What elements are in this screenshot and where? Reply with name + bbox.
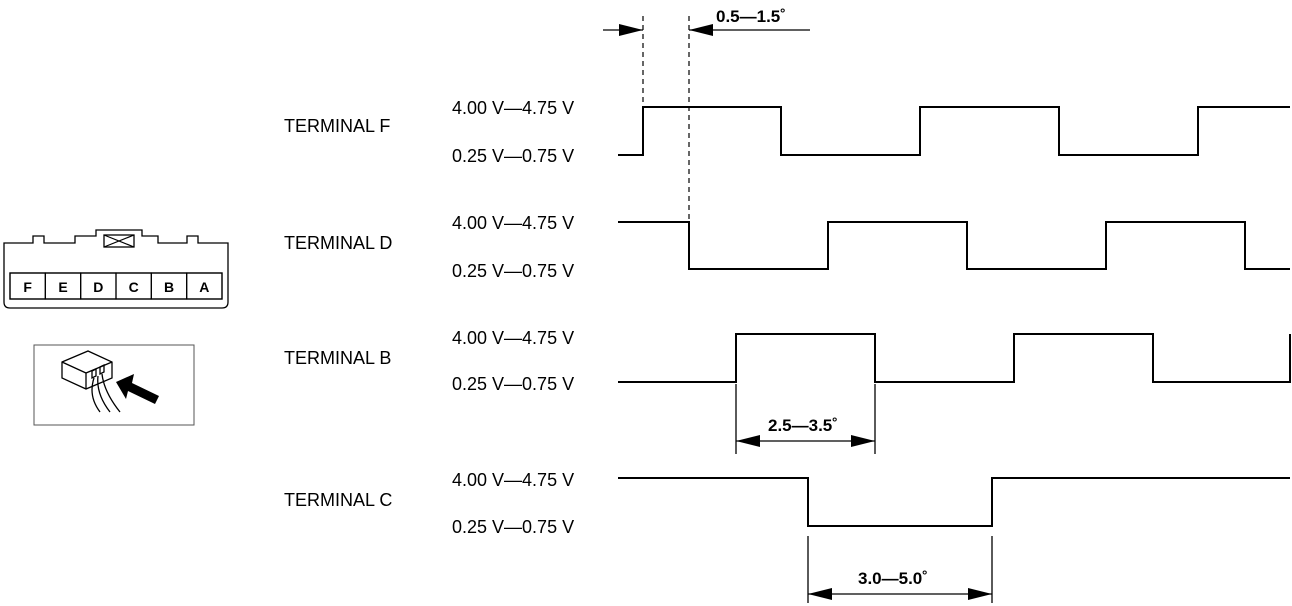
connector-pin-label: E: [58, 279, 67, 295]
voltage-high-b: 4.00 V—4.75 V: [452, 328, 574, 348]
terminal-label-b: TERMINAL B: [284, 348, 391, 368]
voltage-low-d: 0.25 V—0.75 V: [452, 261, 574, 281]
waveform-terminal-d: [618, 221, 1290, 270]
connector-pin-label: D: [93, 279, 103, 295]
connector-pin-cell: [186, 272, 223, 300]
terminal-label-c: TERMINAL C: [284, 490, 392, 510]
dimension-terminal-b: 2.5—3.5˚: [735, 384, 876, 454]
voltage-high-f: 4.00 V—4.75 V: [452, 98, 574, 118]
connector-pin-label: A: [199, 279, 209, 295]
voltage-low-c: 0.25 V—0.75 V: [452, 517, 574, 537]
waveform-terminal-c: [618, 477, 1290, 527]
terminal-label-d: TERMINAL D: [284, 233, 392, 253]
dimension-label-c: 3.0—5.0˚: [858, 569, 928, 588]
waveform-terminal-b: [618, 333, 1291, 383]
connector-pin-label: B: [164, 279, 174, 295]
dimension-label-b: 2.5—3.5˚: [768, 416, 838, 435]
connector-pin-label: C: [129, 279, 139, 295]
waveform-terminal-f: [618, 106, 1290, 156]
connector-pin-label: F: [23, 279, 32, 295]
probe-arrow-icon: [116, 374, 159, 404]
connector-outline: [3, 229, 229, 309]
voltage-high-c: 4.00 V—4.75 V: [452, 470, 574, 490]
harness-view-inset: [33, 344, 195, 426]
voltage-low-b: 0.25 V—0.75 V: [452, 374, 574, 394]
dimension-phase-f-d: 0.5—1.5˚: [603, 7, 810, 222]
voltage-low-f: 0.25 V—0.75 V: [452, 146, 574, 166]
dimension-terminal-c: 3.0—5.0˚: [807, 536, 993, 603]
voltage-high-d: 4.00 V—4.75 V: [452, 213, 574, 233]
dimension-label-top: 0.5—1.5˚: [716, 7, 786, 26]
terminal-label-f: TERMINAL F: [284, 116, 390, 136]
